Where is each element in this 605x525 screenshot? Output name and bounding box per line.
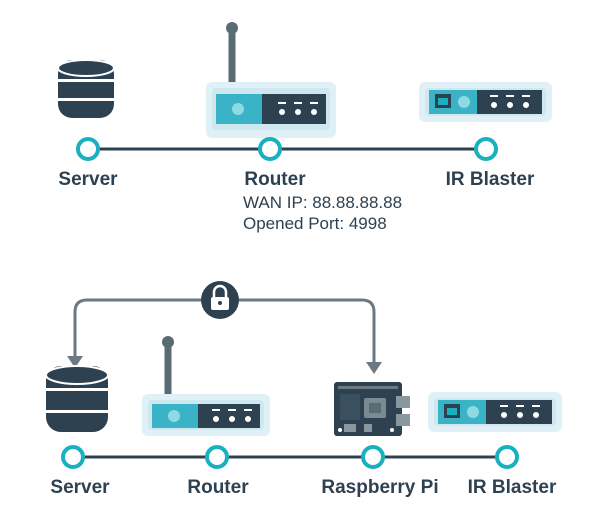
server-icon xyxy=(45,365,109,432)
arrowhead-right xyxy=(366,362,382,374)
ir-blaster-label: IR Blaster xyxy=(468,477,557,498)
ir-blaster-node xyxy=(495,445,519,469)
ir-blaster-node xyxy=(474,137,498,161)
raspberry-pi-label: Raspberry Pi xyxy=(321,477,438,498)
raspberry-pi-node xyxy=(361,445,385,469)
server-label: Server xyxy=(50,477,110,498)
router-node xyxy=(205,445,229,469)
router-label: Router xyxy=(244,169,306,190)
raspberry-pi-icon xyxy=(334,382,410,436)
router-label: Router xyxy=(187,477,249,498)
arrowhead-left xyxy=(67,356,83,368)
server-icon xyxy=(57,59,115,118)
ir-blaster-icon xyxy=(419,82,552,122)
server-label: Server xyxy=(58,169,118,190)
router-node xyxy=(258,137,282,161)
server-node xyxy=(76,137,100,161)
router-icon xyxy=(206,22,336,138)
router-icon xyxy=(142,336,270,436)
opened-port-text: Opened Port: 4998 xyxy=(243,214,387,233)
lock-icon xyxy=(201,281,239,319)
ir-blaster-label: IR Blaster xyxy=(446,169,535,190)
wan-ip-text: WAN IP: 88.88.88.88 xyxy=(243,193,402,212)
server-node xyxy=(61,445,85,469)
ir-blaster-icon xyxy=(428,392,562,432)
